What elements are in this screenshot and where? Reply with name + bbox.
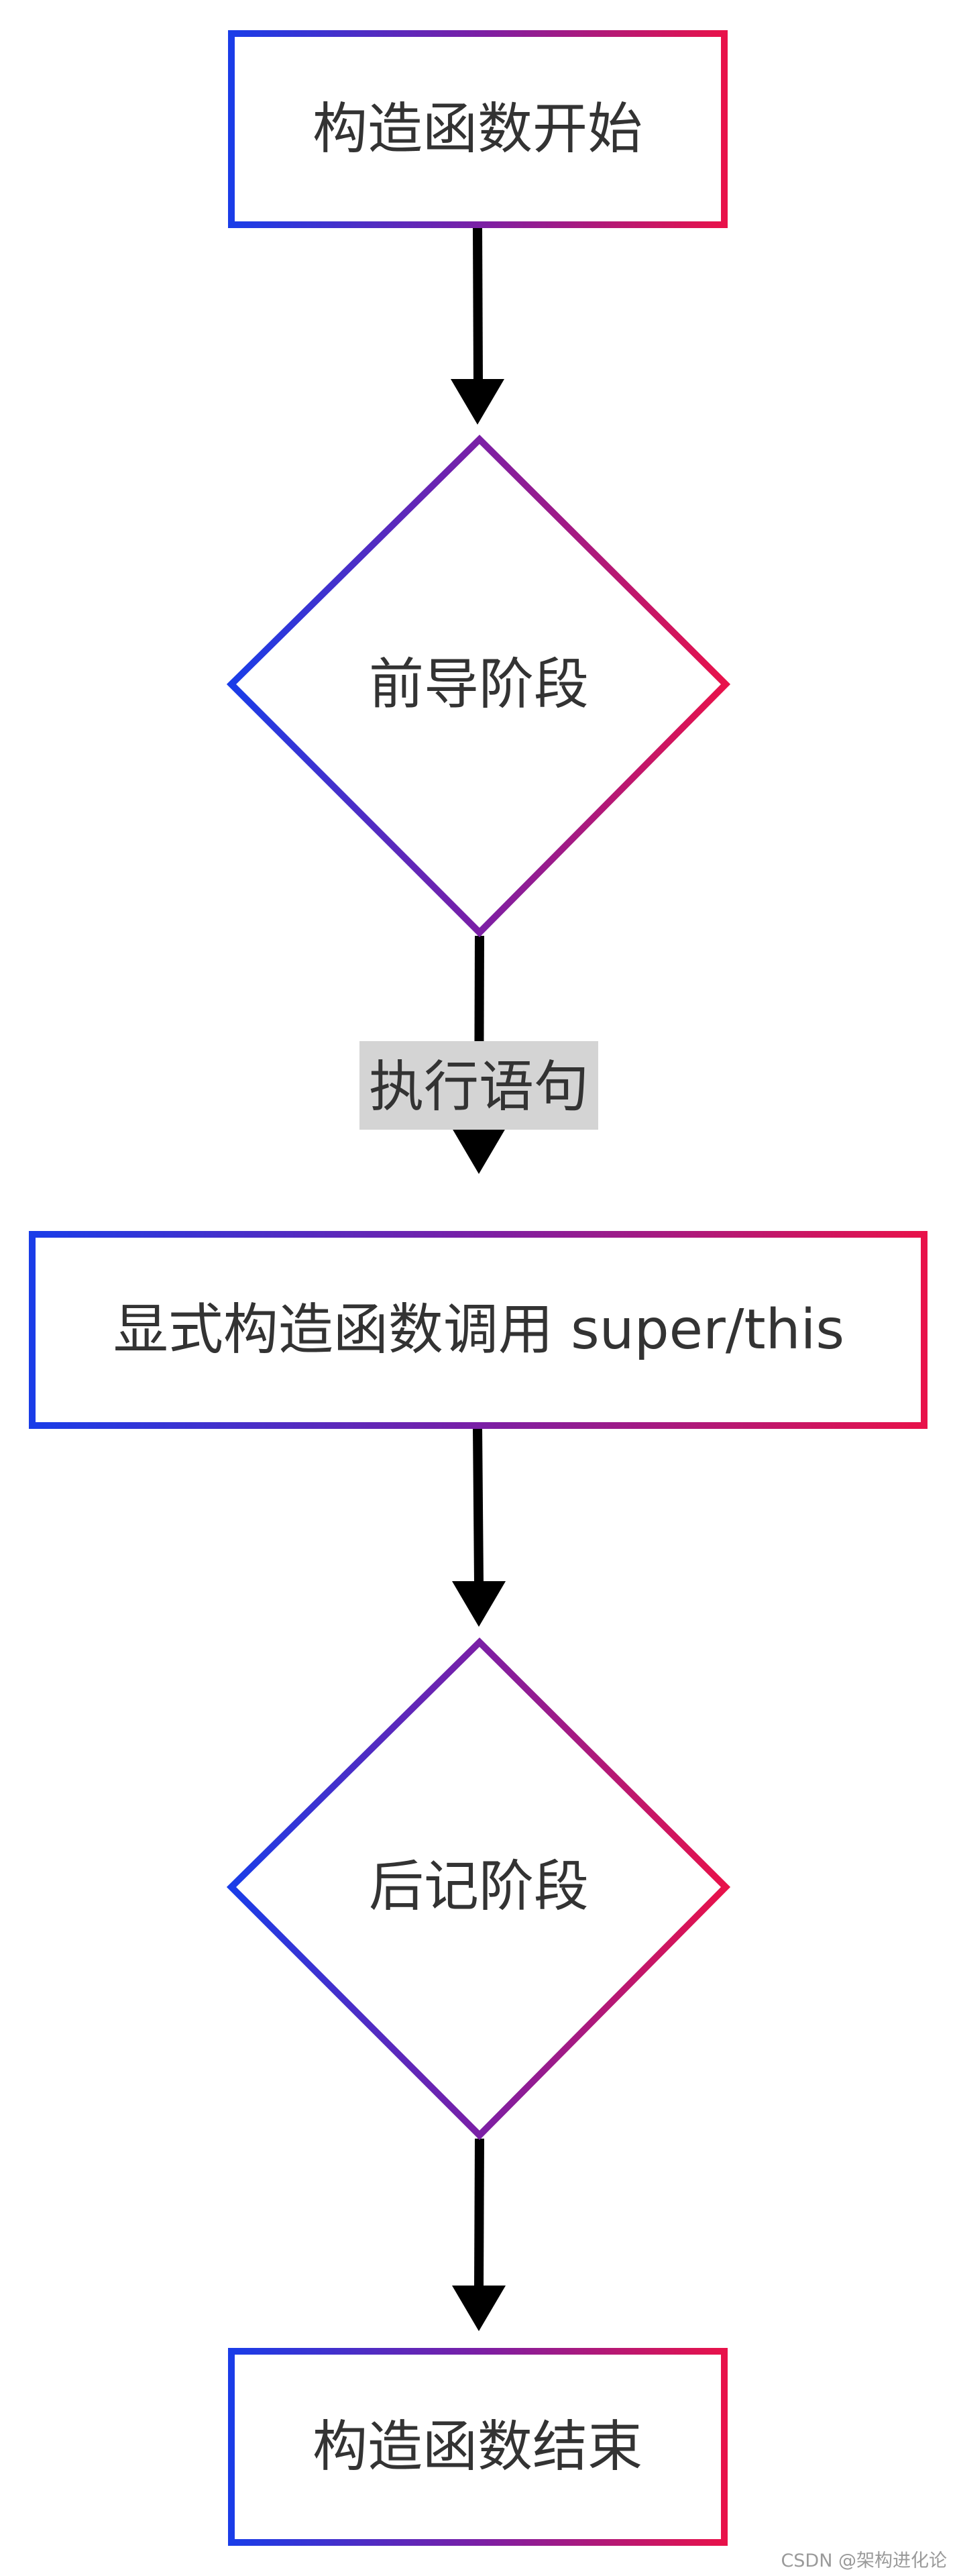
arrow-head [451, 379, 504, 425]
edge-start-to-pre-phase [451, 227, 504, 425]
arrow-head [452, 2286, 506, 2331]
node-diamond [226, 1637, 731, 2141]
edge-label-execute-statements: 执行语句 [369, 1055, 589, 1119]
arrow-head [452, 1581, 506, 1627]
node-label: 前导阶段 [369, 653, 589, 716]
node-box [29, 1231, 928, 1429]
node-constructor-end: 构造函数结束 [228, 2348, 728, 2546]
edge-post-phase-to-end [452, 2138, 506, 2331]
node-label: 显式构造函数调用 super/this [113, 1298, 844, 1362]
node-constructor-start: 构造函数开始 [228, 30, 728, 228]
node-box [228, 2348, 728, 2546]
node-explicit-constructor-call: 显式构造函数调用 super/this [29, 1231, 928, 1429]
node-diamond [226, 434, 731, 938]
node-label: 后记阶段 [369, 1855, 589, 1919]
arrow-head [452, 1128, 506, 1174]
edge-pre-phase-to-explicit-call: 执行语句 [359, 935, 598, 1174]
node-label: 构造函数开始 [313, 97, 642, 161]
edge-line [473, 1427, 484, 1584]
node-post-phase: 后记阶段 [226, 1637, 731, 2141]
node-box [228, 30, 728, 228]
watermark: CSDN @架构进化论 [781, 2551, 947, 2571]
node-label: 构造函数结束 [313, 2415, 642, 2479]
edge-line [474, 2138, 484, 2288]
edge-explicit-call-to-post-phase [452, 1427, 506, 1627]
edge-label-background [359, 1041, 598, 1130]
node-pre-phase: 前导阶段 [226, 434, 731, 938]
edge-line [473, 227, 483, 382]
